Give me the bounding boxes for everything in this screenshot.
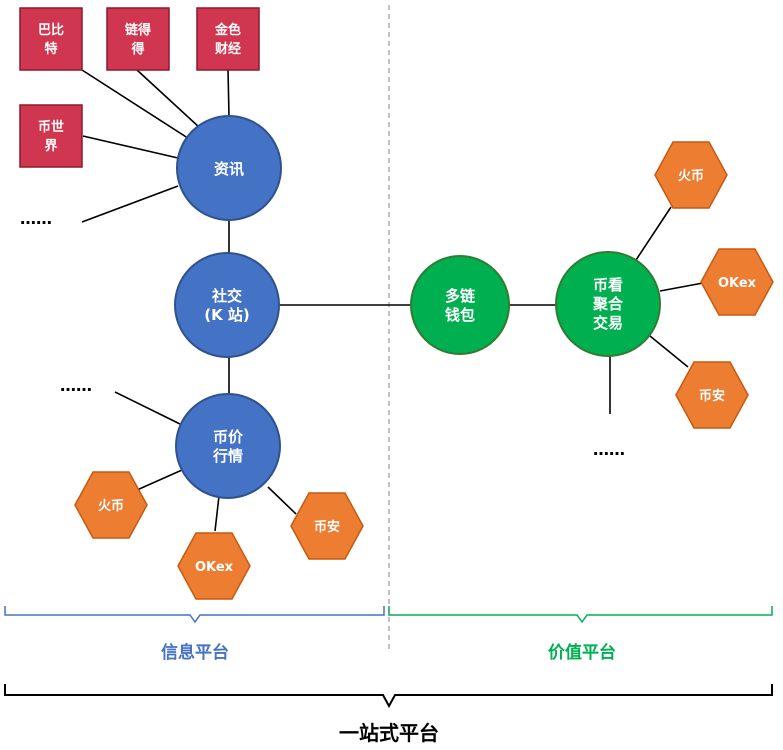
link-market-more bbox=[114, 391, 181, 425]
ellipsis-market: …… bbox=[60, 376, 92, 395]
node-agg-line1: 币看 bbox=[593, 276, 623, 294]
info-platform-label: 信息平台 bbox=[161, 642, 229, 663]
link-market-okex bbox=[214, 495, 220, 532]
hex-agg-huobi-label: 火币 bbox=[678, 169, 704, 184]
hex-agg-binance: 币安 bbox=[675, 361, 749, 429]
hex-agg-binance-label: 币安 bbox=[699, 388, 725, 404]
node-market-line2: 行情 bbox=[212, 447, 243, 465]
link-agg-okex bbox=[659, 282, 704, 292]
link-bishijie-news bbox=[82, 135, 179, 159]
node-social-line2: (K 站) bbox=[204, 306, 250, 324]
media-jinse-line2: 财经 bbox=[215, 41, 241, 57]
link-jinse-news bbox=[227, 69, 230, 117]
ellipsis-news: …… bbox=[20, 209, 52, 228]
media-box-liande: 链得 得 bbox=[106, 7, 170, 71]
link-agg-huobi bbox=[635, 206, 672, 261]
overall-platform-label: 一站式平台 bbox=[339, 721, 439, 745]
media-jinse-line1: 金色 bbox=[214, 22, 241, 38]
media-box-babite: 巴比 特 bbox=[19, 7, 83, 71]
node-aggregator: 币看 聚合 交易 bbox=[555, 251, 661, 357]
media-box-jinse: 金色 财经 bbox=[196, 7, 260, 71]
node-news: 资讯 bbox=[176, 115, 282, 221]
link-babite-news bbox=[81, 69, 195, 143]
hex-market-binance: 币安 bbox=[290, 492, 364, 560]
media-babite-line1: 巴比 bbox=[38, 22, 64, 38]
link-market-huobi bbox=[136, 469, 183, 491]
hex-market-okex: OKex bbox=[177, 532, 251, 600]
link-news-more bbox=[81, 185, 179, 223]
media-babite-line2: 特 bbox=[44, 41, 57, 57]
hex-market-huobi-label: 火币 bbox=[98, 499, 124, 514]
hex-market-huobi: 火币 bbox=[74, 471, 148, 539]
brace-overall-platform: 一站式平台 bbox=[4, 684, 773, 745]
node-news-label: 资讯 bbox=[214, 160, 244, 178]
node-market-line1: 币价 bbox=[213, 428, 244, 446]
media-liande-line1: 链得 bbox=[124, 22, 151, 38]
media-bishijie-line2: 界 bbox=[44, 138, 57, 154]
media-bishijie-line1: 币世 bbox=[38, 119, 64, 135]
node-wallet: 多链 钱包 bbox=[410, 255, 510, 355]
media-liande-line2: 得 bbox=[130, 41, 144, 57]
media-box-bishijie: 币世 界 bbox=[19, 104, 83, 168]
node-social-line1: 社交 bbox=[211, 287, 242, 305]
node-wallet-line1: 多链 bbox=[445, 287, 476, 305]
value-platform-label: 价值平台 bbox=[548, 642, 616, 663]
hex-agg-okex-label: OKex bbox=[718, 276, 757, 291]
connector-lines bbox=[81, 69, 704, 532]
link-agg-binance bbox=[649, 335, 689, 368]
hex-agg-okex: OKex bbox=[700, 248, 774, 316]
node-social: 社交 (K 站) bbox=[174, 252, 280, 358]
brace-value-platform: 价值平台 bbox=[388, 606, 773, 663]
node-agg-line2: 聚合 bbox=[592, 295, 624, 313]
hex-market-okex-label: OKex bbox=[195, 560, 234, 575]
hex-market-binance-label: 币安 bbox=[314, 519, 340, 535]
hex-agg-huobi: 火币 bbox=[654, 141, 728, 209]
node-wallet-line2: 钱包 bbox=[445, 306, 475, 324]
ellipsis-agg: …… bbox=[593, 440, 625, 459]
node-market: 币价 行情 bbox=[175, 393, 281, 499]
link-liande-news bbox=[136, 69, 201, 129]
node-agg-line3: 交易 bbox=[593, 314, 623, 332]
brace-info-platform: 信息平台 bbox=[4, 606, 385, 663]
link-market-binance bbox=[267, 486, 297, 515]
